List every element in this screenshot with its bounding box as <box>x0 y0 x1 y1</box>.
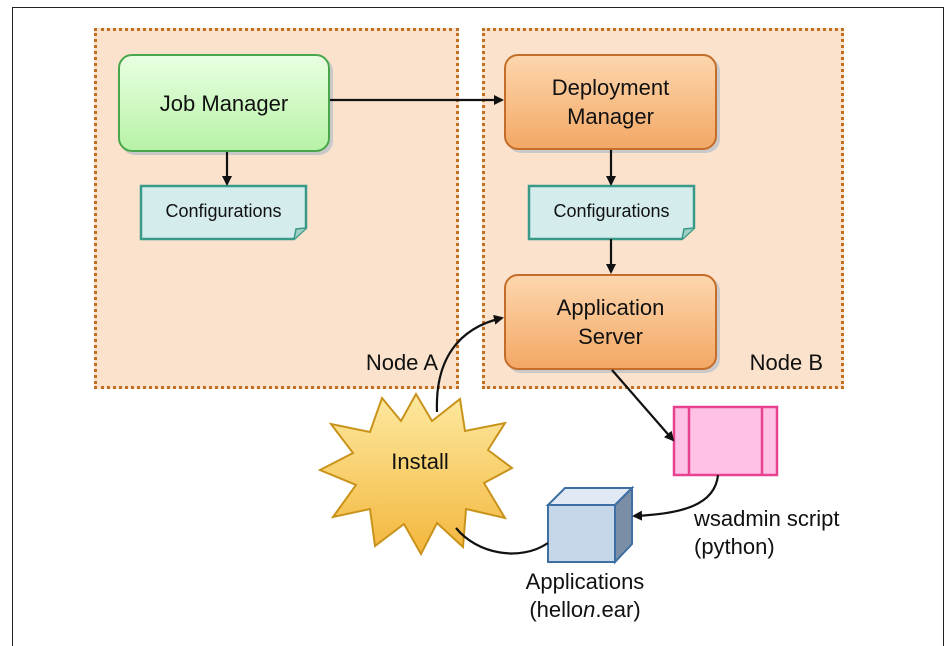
applications-filename-prefix: (hello <box>529 597 584 622</box>
applications-filename-variable: n <box>583 597 596 622</box>
install-starburst <box>317 391 514 557</box>
job-manager-box: Job Manager <box>118 54 330 152</box>
applications-label-line2: (hellon.ear) <box>505 596 665 624</box>
node-a-label: Node A <box>365 350 438 375</box>
wsadmin-script-label: wsadmin script (python) <box>694 505 839 561</box>
applications-label-line1: Applications <box>525 569 645 594</box>
applications-cube-icon <box>545 485 635 565</box>
configurations-doc-a-shape <box>139 184 308 241</box>
arrow-install-to-appserver <box>435 314 504 413</box>
application-server-box: Application Server <box>504 274 717 370</box>
configurations-doc-b-shape <box>527 184 696 241</box>
configurations-a-label: Configurations <box>165 200 282 221</box>
application-server-label-line1: Application <box>556 295 665 320</box>
arrow-script-to-applications <box>632 474 720 521</box>
install-label: Install <box>391 449 449 474</box>
applications-label: Applications (hellon.ear) <box>505 568 665 624</box>
job-manager-label: Job Manager <box>159 90 289 116</box>
applications-filename-suffix: .ear) <box>595 597 641 622</box>
arrow-appserver-to-script <box>611 369 675 442</box>
deployment-manager-box: Deployment Manager <box>504 54 717 150</box>
deployment-manager-label-line1: Deployment <box>551 75 670 100</box>
application-server-label-line2: Server <box>578 324 643 349</box>
configurations-b-label: Configurations <box>553 200 670 221</box>
wsadmin-script-shape <box>672 405 779 477</box>
deployment-manager-label-line2: Manager <box>567 104 654 129</box>
connector-applications-to-install <box>455 527 549 555</box>
wsadmin-script-label-line2: (python) <box>694 534 775 559</box>
node-b-label: Node B <box>749 350 823 375</box>
diagram-frame <box>12 7 944 646</box>
wsadmin-script-label-line1: wsadmin script <box>694 506 840 531</box>
